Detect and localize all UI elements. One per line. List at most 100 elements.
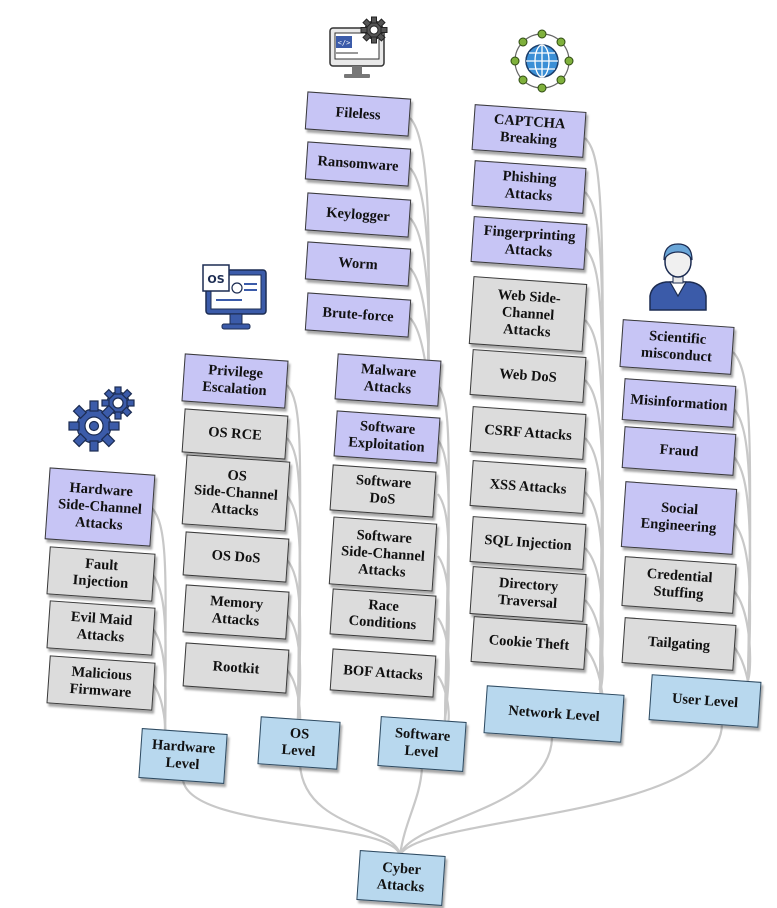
attack-web-side-channel: Web Side- Channel Attacks [468,276,588,352]
hardware-level-node: Hardware Level [138,728,228,784]
connector-os-child [286,614,302,721]
attack-os-side-channel: OS Side-Channel Attacks [181,454,291,532]
malware-keylogger: Keylogger [304,192,412,238]
connector-user-child [732,589,752,681]
cyber-attacks-root: Cyber Attacks [356,850,446,906]
os-level-label: OS Level [281,725,316,761]
attack-label: Social Engineering [640,499,717,537]
os-monitor-icon: OS [202,264,267,330]
gears-icon [68,386,135,452]
attack-label: Software Side-Channel Attacks [340,526,426,581]
attack-label: Rootkit [212,657,260,678]
attack-race-conditions: Race Conditions [329,588,437,642]
attack-label: Fraud [659,441,699,460]
attack-label: Hardware Side-Channel Attacks [57,479,143,534]
connector-root-os [298,764,402,856]
attack-software-side-channel: Software Side-Channel Attacks [328,516,438,592]
attack-label: Fileless [334,103,382,124]
attack-label: Malicious Firmware [69,663,133,702]
attack-label: OS DoS [211,546,261,567]
attack-label: Misinformation [629,391,729,414]
attack-label: BOF Attacks [342,661,424,684]
attack-label: CSRF Attacks [483,421,573,444]
malware-fileless: Fileless [304,91,412,137]
attack-label: Tailgating [647,633,711,654]
connector-network-child [584,547,604,691]
software-level-label: Software Level [394,725,451,762]
attack-evil-maid: Evil Maid Attacks [46,600,156,656]
user-level-node: User Level [648,674,762,728]
attack-label: Directory Traversal [497,574,559,613]
attack-label: Phishing Attacks [502,168,558,205]
attack-label: Web DoS [498,365,558,386]
globe-network-icon [510,29,574,93]
attack-captcha-breaking: CAPTCHA Breaking [471,104,587,158]
attack-label: Keylogger [325,204,391,225]
attack-sql-injection: SQL Injection [469,516,587,570]
attack-label: Race Conditions [348,596,417,634]
software-level-node: Software Level [377,716,467,772]
network-level-label: Network Level [507,702,601,725]
os-level-node: OS Level [257,716,341,770]
malware-brute-force: Brute-force [304,292,412,338]
attack-os-rce: OS RCE [181,408,289,460]
svg-text:OS: OS [207,273,224,286]
attack-rootkit: Rootkit [182,642,290,694]
attack-label: Ransomware [317,152,400,175]
malware-ransomware: Ransomware [304,141,412,187]
attack-label: SQL Injection [483,531,573,554]
attack-software-exploitation: Software Exploitation [333,410,441,464]
attack-label: CAPTCHA Breaking [493,111,566,149]
attack-csrf: CSRF Attacks [469,406,587,460]
attack-directory-traversal: Directory Traversal [469,566,587,622]
attack-label: Software Exploitation [347,418,426,456]
attack-phishing: Phishing Attacks [471,160,587,214]
attack-label: Scientific misconduct [640,328,713,366]
attack-credential-stuffing: Credential Stuffing [621,556,737,614]
connector-root-hardware [181,779,402,856]
attack-label: Credential Stuffing [646,565,713,603]
attack-misinformation: Misinformation [621,378,737,428]
user-avatar-icon [649,243,707,311]
malware-worm: Worm [304,241,412,287]
connector-root-software [398,767,424,856]
attack-fingerprinting: Fingerprinting Attacks [470,216,588,270]
attack-xss: XSS Attacks [469,460,587,514]
attack-label: Web Side- Channel Attacks [497,286,562,341]
attack-label: Privilege Escalation [201,362,268,400]
connector-software-child [437,617,450,721]
attack-bof: BOF Attacks [329,648,437,698]
attack-web-dos: Web DoS [469,349,587,403]
attack-label: Software DoS [355,472,412,508]
connector-root-network [398,737,554,856]
attack-tailgating: Tailgating [621,617,737,671]
attack-fraud: Fraud [621,426,737,476]
attack-label: Fingerprinting Attacks [483,222,576,261]
attack-social-engineering: Social Engineering [620,481,738,555]
attack-malicious-firmware: Malicious Firmware [46,655,156,711]
attack-label: OS RCE [207,423,263,444]
attack-label: OS Side-Channel Attacks [193,466,279,520]
svg-text:</>: </> [338,39,351,47]
hardware-level-label: Hardware Level [151,736,216,774]
network-level-node: Network Level [483,685,625,743]
attack-label: Fault Injection [72,555,129,592]
attack-os-dos: OS DoS [182,531,290,583]
attack-label: Brute-force [321,304,395,325]
attack-label: Malware Attacks [360,361,417,398]
connector-software-child [437,555,450,721]
attack-software-dos: Software DoS [329,464,437,518]
attack-cookie-theft: Cookie Theft [470,616,588,670]
root-label: Cyber Attacks [376,859,425,896]
connector-root-user [399,723,724,856]
attack-hardware-side-channel: Hardware Side-Channel Attacks [44,467,156,547]
attack-memory: Memory Attacks [182,584,290,640]
attack-scientific-misconduct: Scientific misconduct [619,319,735,375]
attack-privilege-escalation: Privilege Escalation [181,353,289,409]
attack-label: XSS Attacks [489,475,567,498]
attack-label: Evil Maid Attacks [70,608,133,646]
attack-malware: Malware Attacks [334,353,442,407]
attack-label: Cookie Theft [488,631,570,654]
attack-label: Worm [337,254,379,273]
